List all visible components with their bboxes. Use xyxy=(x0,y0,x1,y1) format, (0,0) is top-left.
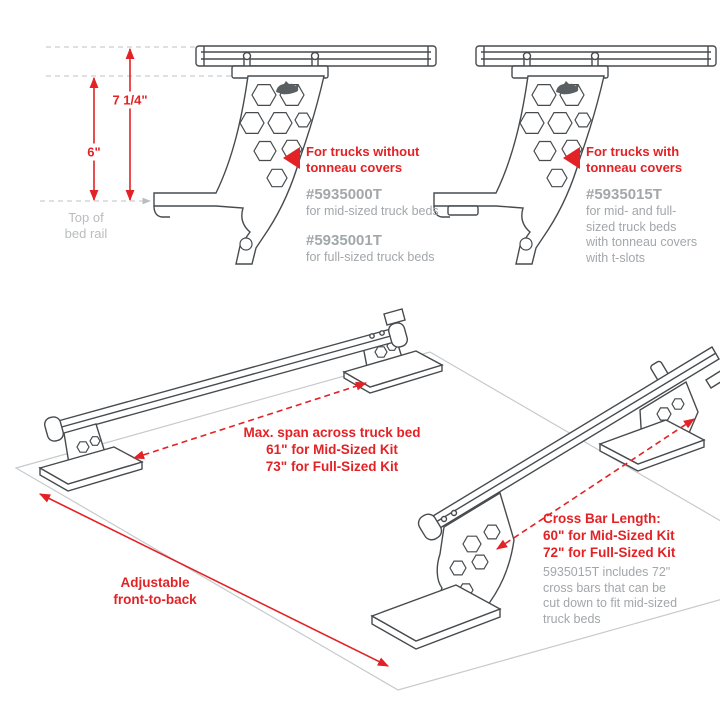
bolt xyxy=(440,515,448,523)
foot-plate xyxy=(38,446,144,485)
callout-no-tonneau-title: For trucks without tonneau covers xyxy=(306,144,420,175)
bracket-tonneau-drawing xyxy=(433,45,717,265)
crossbar-length-note: 5935015T includes 72" cross bars that ca… xyxy=(543,565,678,626)
part-number-tonneau-desc: for mid- and full- sized truck beds with… xyxy=(586,204,698,265)
bar-end-cap xyxy=(44,416,64,442)
dim-label-6: 6" xyxy=(84,143,104,161)
bolt xyxy=(450,509,458,517)
adjustable-label: Adjustable front-to-back xyxy=(113,575,197,607)
hex-cutout xyxy=(76,441,90,453)
foot-plate xyxy=(370,584,502,642)
crossbar-length-title: Cross Bar Length: 60" for Mid-Sized Kit … xyxy=(543,511,676,560)
bed-rail-label: Top of bed rail xyxy=(64,210,108,241)
t-slot-adapter xyxy=(447,205,479,216)
dimension-guides xyxy=(40,46,232,205)
hex-cutout xyxy=(449,560,467,576)
cross-bar-groove xyxy=(57,333,399,429)
callout-no-tonneau: For trucks without tonneau covers #59350… xyxy=(306,144,486,265)
crossbar-length-callout: Cross Bar Length: 60" for Mid-Sized Kit … xyxy=(543,510,719,627)
part-number-tonneau: #5935015T xyxy=(586,186,662,203)
part-number-full-desc: for full-sized truck beds xyxy=(306,249,435,264)
bolt xyxy=(379,330,385,336)
hex-cutout xyxy=(471,554,489,570)
callout-arrow-left-icon xyxy=(283,147,300,169)
end-tab xyxy=(705,370,720,389)
truck-bed-drawing xyxy=(14,308,720,691)
part-number-full: #5935001T xyxy=(306,231,382,249)
hex-cutout xyxy=(89,436,101,446)
part-number-mid-desc: for mid-sized truck beds xyxy=(306,204,439,218)
clamp-tab xyxy=(383,308,406,326)
hex-cutout xyxy=(671,398,685,410)
dim-label-7-1-4: 7 1/4" xyxy=(109,91,151,109)
callout-tonneau-title: For trucks with tonneau covers xyxy=(586,144,683,175)
callout-tonneau: For trucks with tonneau covers #5935015T… xyxy=(586,144,720,266)
part-number-mid: #5935000T xyxy=(306,186,382,203)
max-span-arrow xyxy=(132,381,368,460)
max-span-label: Max. span across truck bed 61" for Mid-S… xyxy=(243,425,421,474)
callout-arrow-right-icon xyxy=(563,147,580,169)
adjustable-arrow xyxy=(38,493,390,667)
hex-cutout xyxy=(374,346,388,358)
bolt xyxy=(369,333,375,339)
bar-end-cap xyxy=(388,322,408,348)
hex-cutout xyxy=(483,524,501,540)
hex-cutout xyxy=(656,407,672,421)
bar-end-cap xyxy=(417,513,443,541)
hex-cutout xyxy=(462,535,482,553)
